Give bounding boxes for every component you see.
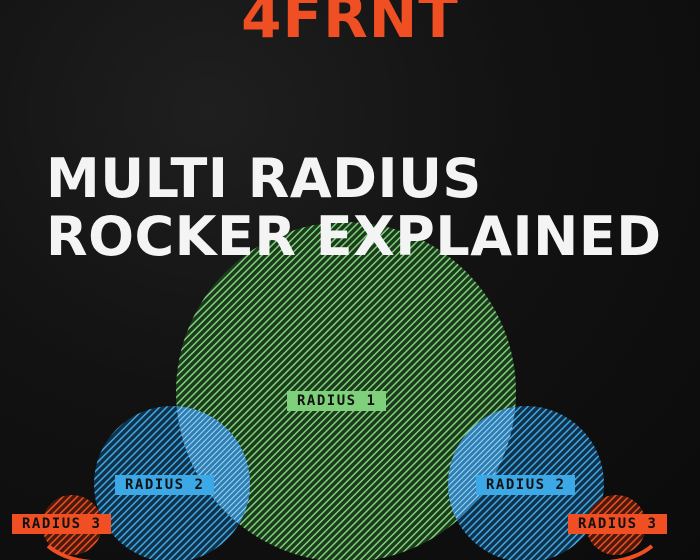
ski-profile-line bbox=[46, 544, 654, 560]
headline-line-1: MULTI RADIUS bbox=[46, 147, 482, 210]
radius-1-label: RADIUS 1 bbox=[287, 391, 387, 411]
radius-3-left-label: RADIUS 3 bbox=[12, 514, 112, 534]
headline: MULTI RADIUS ROCKER EXPLAINED bbox=[46, 150, 662, 266]
headline-line-2: ROCKER EXPLAINED bbox=[46, 205, 662, 268]
brand-logo: 4FRNT bbox=[241, 0, 459, 51]
radius-2-right-label: RADIUS 2 bbox=[476, 475, 576, 495]
radius-2-left-label: RADIUS 2 bbox=[115, 475, 215, 495]
radius-3-right-label: RADIUS 3 bbox=[568, 514, 668, 534]
